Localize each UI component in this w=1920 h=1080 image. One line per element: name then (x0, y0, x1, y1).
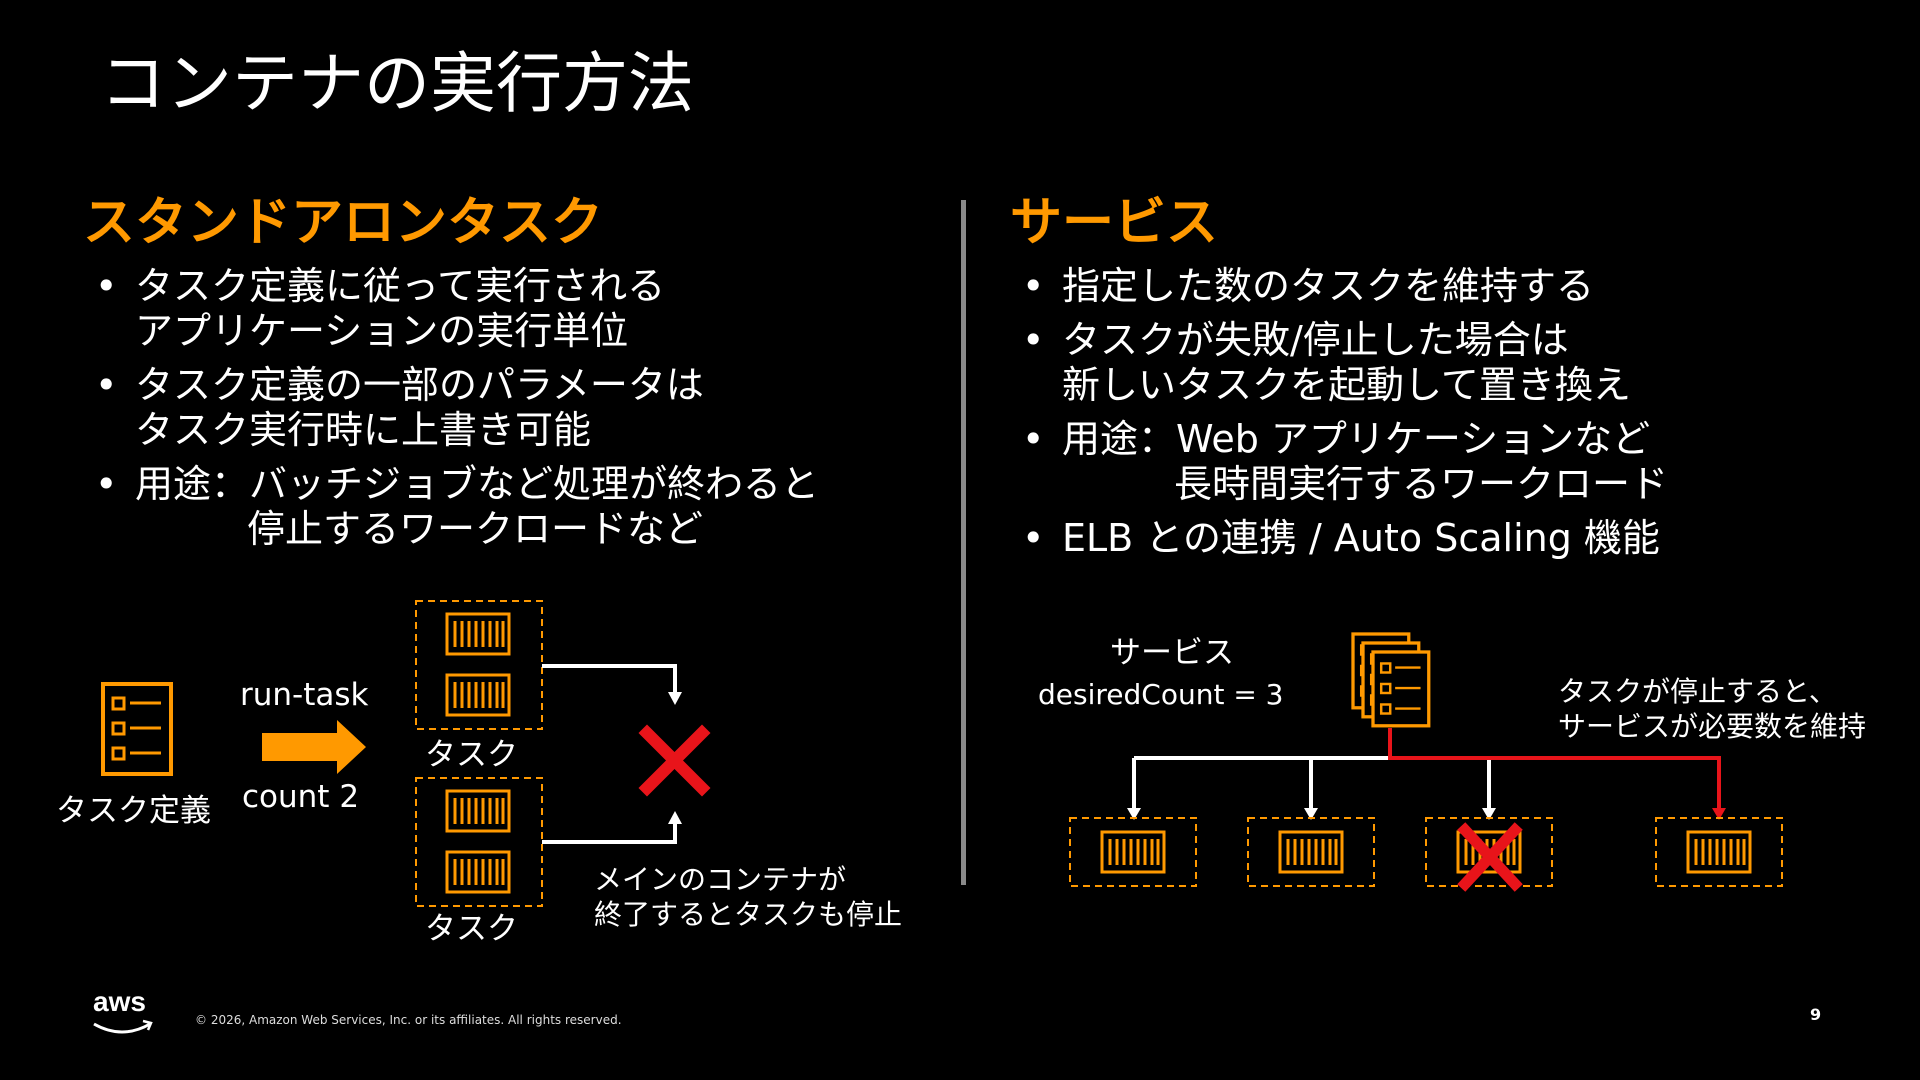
task-definition-label: タスク定義 (56, 793, 211, 829)
failure-x-icon (638, 724, 711, 797)
service-task-replacement (1655, 817, 1783, 887)
right-bullet-list: 指定した数のタスクを維持する タスクが失敗/停止した場合は 新しいタスクを起動し… (1022, 264, 1882, 570)
container-icon (445, 789, 511, 833)
task-definition-icon (101, 682, 173, 776)
note-line: サービスが必要数を維持 (1558, 710, 1867, 743)
column-divider (961, 200, 966, 885)
bullet-line: アプリケーションの実行単位 (135, 309, 629, 353)
bullet-line: 長時間実行するワークロード (1174, 462, 1669, 506)
list-item: ELB との連携 / Auto Scaling 機能 (1022, 516, 1882, 561)
stop-connectors (542, 664, 677, 844)
list-item: タスクが失敗/停止した場合は 新しいタスクを起動して置き換え (1022, 318, 1882, 408)
task-box-2 (415, 777, 543, 907)
service-task-3-stopped (1425, 817, 1553, 892)
list-item: 用途：Web アプリケーションなど 長時間実行するワークロード (1022, 417, 1882, 507)
right-heading: サービス (1010, 193, 1219, 253)
bullet-line: 指定した数のタスクを維持する (1062, 264, 1595, 308)
task-label: タスク (425, 737, 518, 773)
desired-count-label: desiredCount = 3 (1038, 678, 1284, 711)
left-bullet-list: タスク定義に従って実行される アプリケーションの実行単位 タスク定義の一部のパラ… (95, 264, 855, 561)
service-task-1 (1069, 817, 1197, 887)
page-title: コンテナの実行方法 (100, 45, 694, 122)
task-label: タスク (425, 911, 518, 947)
left-heading: スタンドアロンタスク (83, 193, 604, 253)
bullet-line: ELB との連携 / Auto Scaling 機能 (1062, 516, 1660, 560)
note-line: タスクが停止すると、 (1558, 675, 1837, 708)
service-label: サービス (1110, 635, 1234, 671)
list-item: 用途：バッチジョブなど処理が終わると 停止するワークロードなど (95, 462, 855, 552)
service-connectors (1132, 728, 1721, 810)
page-number: 9 (1810, 1005, 1822, 1024)
run-task-label: run-task (240, 677, 369, 713)
service-task-2 (1247, 817, 1375, 887)
bullet-line: タスク定義の一部のパラメータは (135, 363, 704, 407)
container-icon (445, 612, 511, 656)
service-stack-icon (1351, 632, 1431, 728)
container-icon (445, 850, 511, 894)
bullet-line: タスクが失敗/停止した場合は (1062, 318, 1569, 362)
copyright-text: © 2026, Amazon Web Services, Inc. or its… (195, 1013, 622, 1027)
container-icon (1278, 830, 1344, 874)
aws-logo-text: aws (93, 986, 146, 1017)
arrow-right-icon (262, 720, 366, 774)
note-line: 終了するとタスクも停止 (594, 898, 903, 931)
container-icon (1100, 830, 1166, 874)
count-label: count 2 (242, 779, 360, 815)
list-item: タスク定義に従って実行される アプリケーションの実行単位 (95, 264, 855, 354)
bullet-line: 用途：バッチジョブなど処理が終わると (135, 462, 820, 506)
bullet-line: タスク定義に従って実行される (135, 264, 666, 308)
bullet-line: 新しいタスクを起動して置き換え (1062, 363, 1631, 407)
list-item: 指定した数のタスクを維持する (1022, 264, 1882, 309)
container-icon (1686, 830, 1752, 874)
bullet-line: 用途：Web アプリケーションなど (1062, 417, 1651, 461)
failure-x-icon (1457, 822, 1523, 892)
list-item: タスク定義の一部のパラメータは タスク実行時に上書き可能 (95, 363, 855, 453)
note-line: メインのコンテナが (594, 863, 847, 896)
bullet-line: 停止するワークロードなど (247, 507, 704, 551)
container-icon (445, 673, 511, 717)
bullet-line: タスク実行時に上書き可能 (135, 408, 592, 452)
task-box-1 (415, 600, 543, 730)
aws-logo-icon (93, 1019, 153, 1034)
